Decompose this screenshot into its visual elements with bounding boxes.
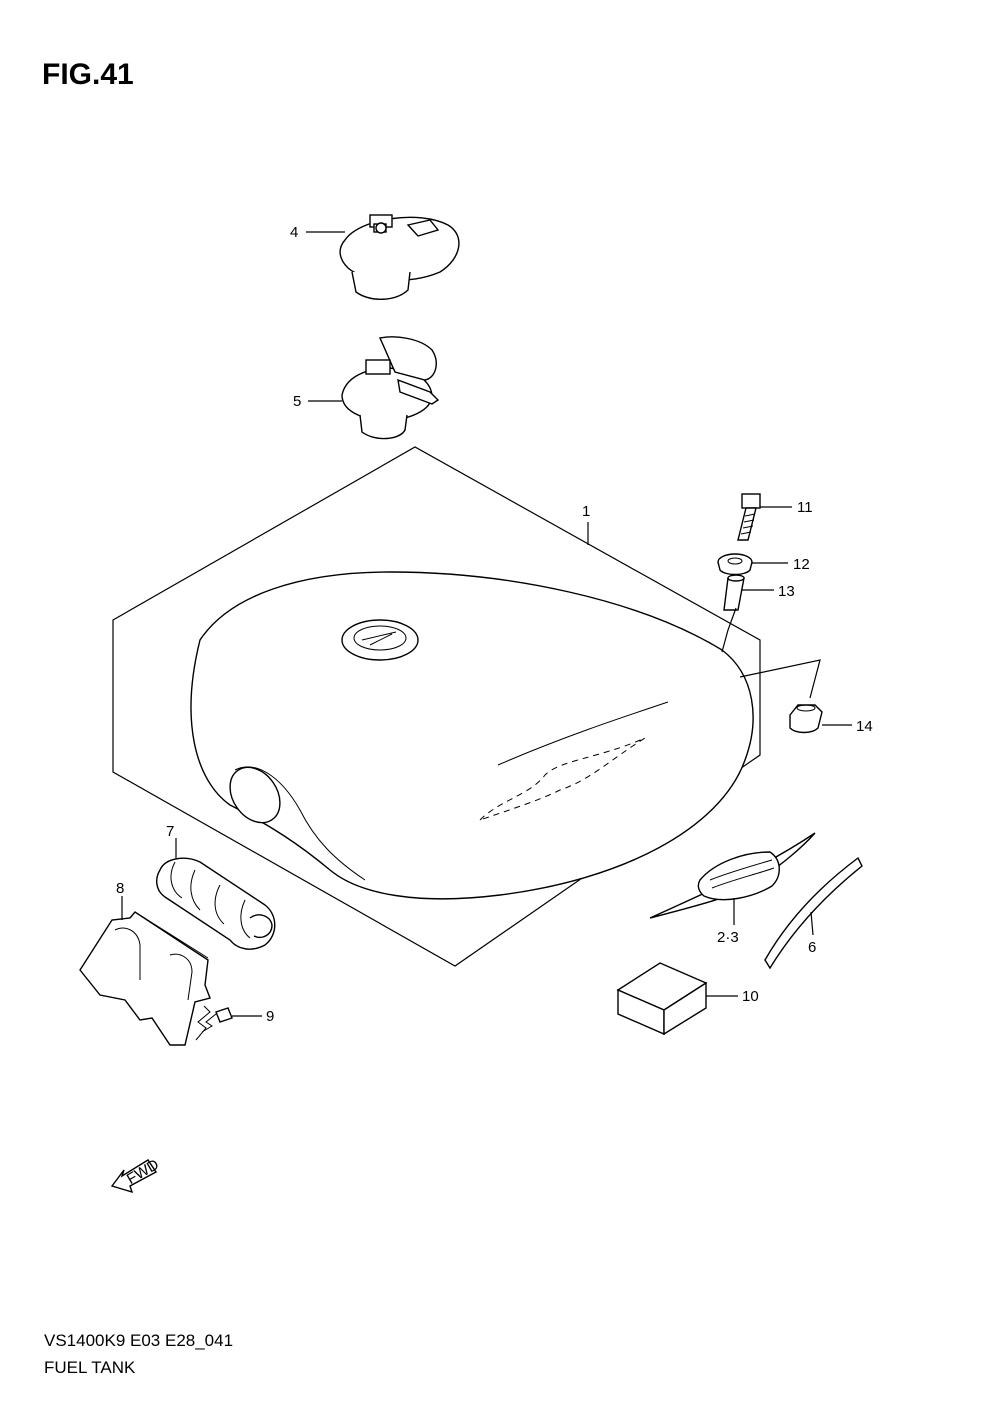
- collar-part-13: [723, 574, 745, 611]
- screw-part-9: [201, 1007, 233, 1033]
- emblem-part-2-3: [649, 832, 816, 919]
- fuel-cap-part-5: [341, 336, 440, 440]
- figure-title: FIG.41: [42, 58, 134, 91]
- fuel-cap-part-4: [339, 214, 460, 300]
- grommet-part-14: [789, 704, 823, 734]
- callout-7: 7: [166, 823, 174, 840]
- callout-10: 10: [742, 988, 759, 1005]
- callout-6: 6: [808, 939, 816, 956]
- callout-4: 4: [290, 224, 298, 241]
- bracket-part-8: [79, 911, 211, 1046]
- kit-box-part-10: [616, 962, 708, 1036]
- cushion-part-12: [717, 553, 753, 576]
- fuel-tank-part: [190, 571, 754, 900]
- fwd-arrow-icon: FWD: [110, 1156, 162, 1194]
- fwd-label: FWD: [124, 1156, 162, 1188]
- trim-strip-part-6: [764, 856, 863, 970]
- callout-2-3: 2·3: [717, 929, 739, 946]
- callout-1: 1: [582, 503, 590, 520]
- callout-11: 11: [797, 499, 813, 516]
- callout-14: 14: [856, 718, 873, 735]
- assembly-boundary: [112, 446, 761, 967]
- callout-12: 12: [793, 556, 810, 573]
- callout-5: 5: [293, 393, 301, 410]
- bolt-part-11: [737, 493, 761, 541]
- cushion-part-7: [156, 857, 276, 950]
- callout-13: 13: [778, 583, 795, 600]
- callout-8: 8: [116, 880, 124, 897]
- model-code: VS1400K9 E03 E28_041: [44, 1331, 234, 1350]
- callout-9: 9: [266, 1008, 274, 1025]
- assembly-name: FUEL TANK: [44, 1358, 136, 1377]
